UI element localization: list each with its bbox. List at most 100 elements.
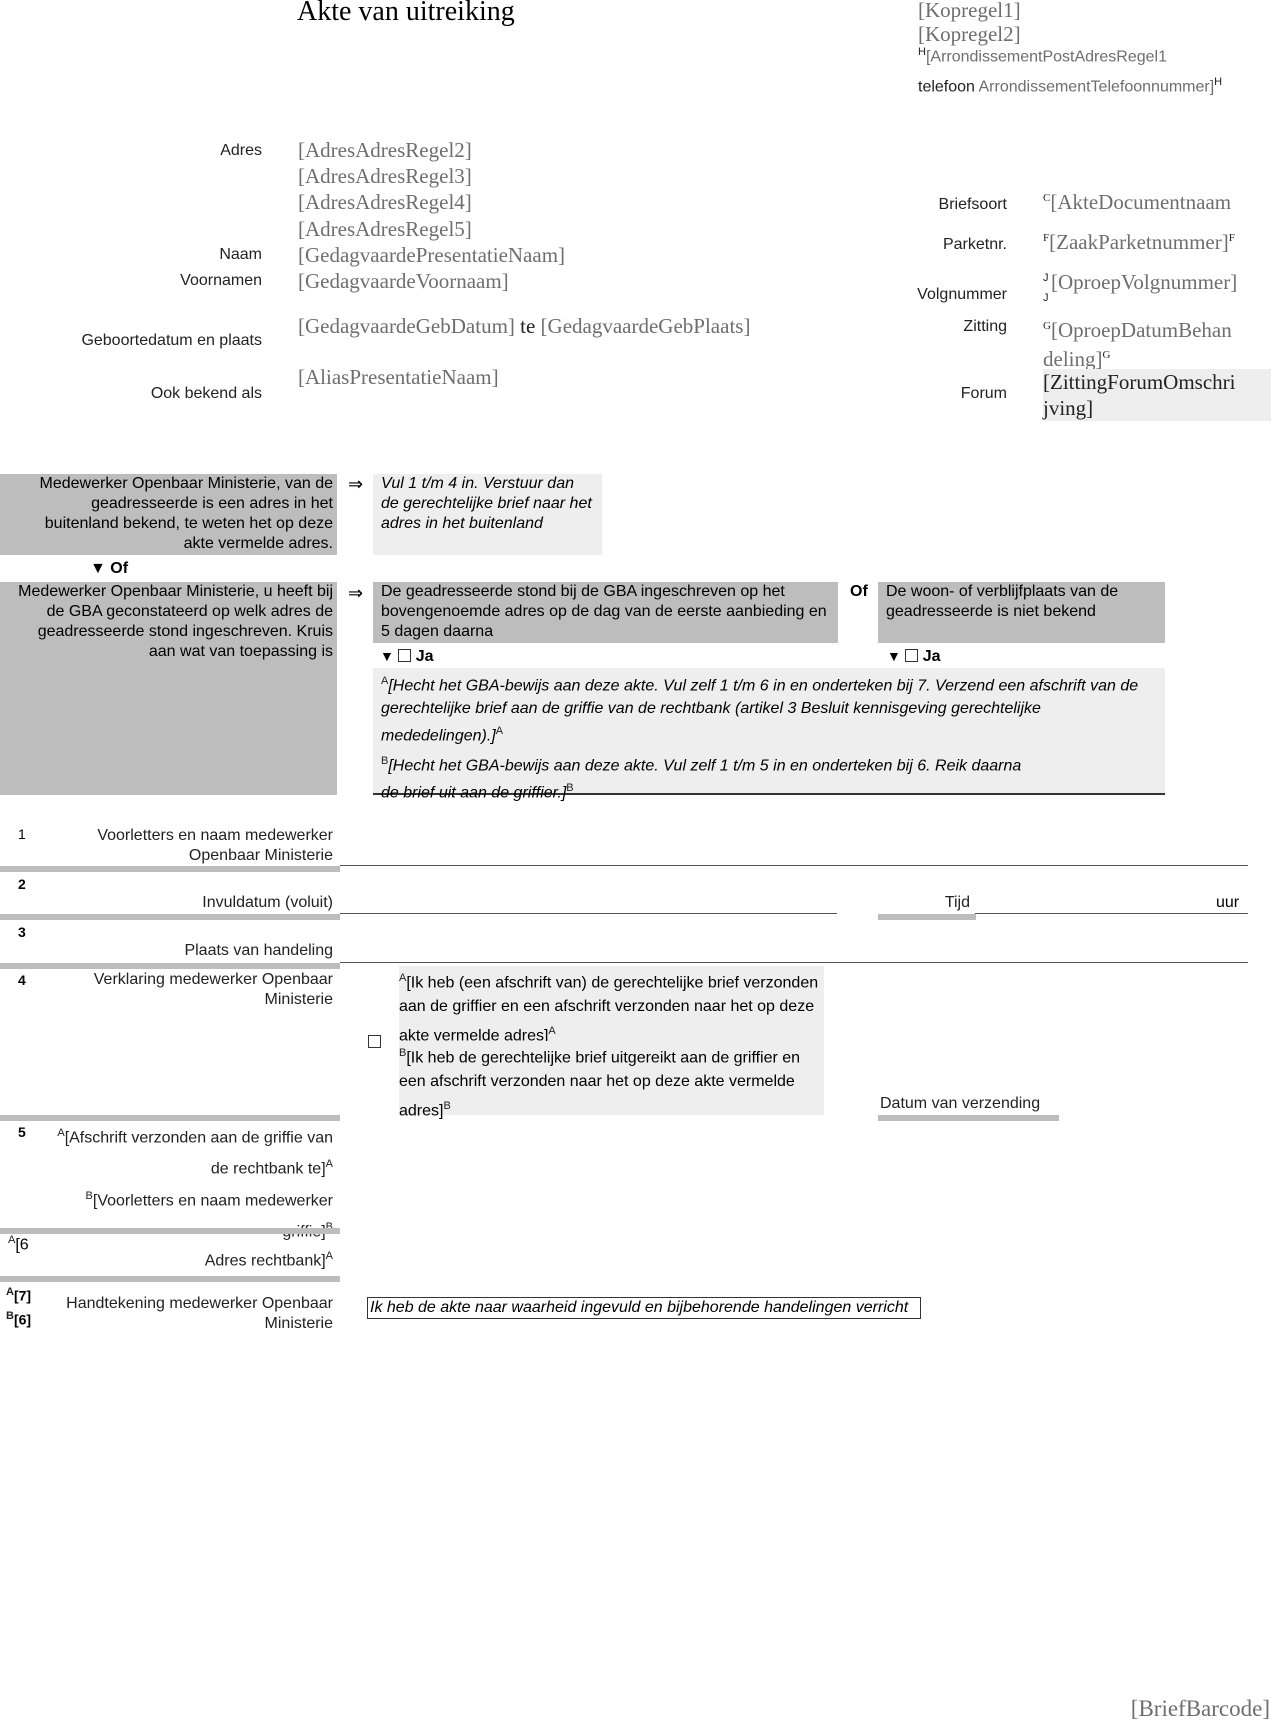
arr-post-text: [ArrondissementPostAdresRegel1 [925,48,1167,66]
verklaring-checkbox[interactable] [368,1035,381,1048]
geb-te: te [520,314,536,338]
briefsoort-label: Briefsoort [938,196,1007,213]
volgnummer-value: [OproepVolgnummer] [1051,270,1238,294]
naam-value: [GedagvaardePresentatieNaam] [298,243,566,267]
divider [878,914,976,920]
triangle-down-icon: ▼ [887,648,901,664]
option-address-unknown: De woon- of verblijfplaats van de geadre… [878,582,1165,643]
arrow-icon: ⇒ [348,583,364,603]
row-number: 3 [18,924,26,940]
arrondissement-post-address: H[ArrondissementPostAdresRegel1 [918,46,1167,66]
brief-barcode: [BriefBarcode] [1130,1696,1270,1721]
sup-marker: H [918,46,926,58]
row-2-label: Invuldatum (voluit) [202,894,333,911]
note-a: A[Hecht het GBA-bewijs aan deze akte. Vu… [381,675,1139,745]
row-number: 1 [18,826,26,842]
divider [878,1115,1059,1121]
sup-marker: F [1228,232,1235,244]
arrondissement-telephone: telefoon ArrondissementTelefoonnummer]H [918,76,1222,96]
uur-label: uur [1216,894,1240,911]
naam-label: Naam [219,246,262,263]
voornamen-label: Voornamen [180,272,262,289]
adres-label: Adres [220,142,262,159]
divider [0,914,340,920]
datum-verzending-label: Datum van verzending [880,1095,1041,1112]
geb-datum: [GedagvaardeGebDatum] [298,314,515,338]
ja-option-2[interactable]: ▼ Ja [887,648,941,666]
volg-sup-markers: J J [1043,268,1049,308]
row-number: 4 [18,972,26,988]
field-line-time[interactable] [975,913,1248,914]
alias-label: Ook bekend als [150,385,262,402]
adres-regel-4: [AdresAdresRegel4] [298,190,472,214]
row-3-label: Plaats van handeling [184,942,333,959]
row-6-label: Adres rechtbank]A [204,1250,333,1270]
parket-text: [ZaakParketnummer] [1049,230,1229,254]
forum-line-2: jving] [1043,396,1094,420]
forum-value: [ZittingForumOmschri jving] [1043,369,1271,421]
section-a-action: Vul 1 t/m 4 in. Verstuur dan de gerechte… [373,474,602,555]
geb-plaats: [GedagvaardeGebPlaats] [540,314,751,338]
sup-marker: F [1043,232,1050,244]
kopregel-1: [Kopregel1] [918,0,1021,22]
checkbox[interactable] [398,649,412,662]
divider [0,963,340,969]
field-line-date[interactable] [340,913,837,914]
ja-label: Ja [922,648,941,665]
row-number: 5 [18,1124,26,1140]
voornamen-value: [GedagvaardeVoornaam] [298,269,509,293]
note-b: B[Hecht het GBA-bewijs aan deze akte. Vu… [381,754,1022,802]
zitting-label: Zitting [963,318,1007,335]
option-gba-registered: De geadresseerde stond bij de GBA ingesc… [373,582,838,643]
gba-notes: A[Hecht het GBA-bewijs aan deze akte. Vu… [373,668,1165,801]
kopregel-2: [Kopregel2] [918,22,1021,46]
signature-statement: Ik heb de akte naar waarheid ingevuld en… [367,1297,921,1319]
sup-marker: G [1102,349,1111,361]
sup-marker: C [1043,192,1051,204]
field-line-3[interactable] [340,962,1248,963]
geboorte-label: Geboortedatum en plaats [81,332,262,349]
row-7-label: Handtekening medewerker Openbaar Ministe… [66,1295,333,1332]
briefsoort-value: C[AkteDocumentnaam [1043,190,1231,215]
verklaring-option-b: B[Ik heb de gerechtelijke brief uitgerei… [399,1041,824,1120]
row-7-number: A[7] B[6] [6,1286,32,1328]
page-title: Akte van uitreiking [297,0,515,27]
tijd-label: Tijd [944,894,970,911]
alias-value: [AliasPresentatieNaam] [298,365,499,389]
zitting-line-2: deling] [1043,347,1103,371]
sup-marker: H [1214,76,1223,88]
field-line-1[interactable] [340,865,1248,866]
sup-marker: J [1043,292,1049,304]
section-b-instruction: Medewerker Openbaar Ministerie, u heeft … [0,582,337,795]
row-6-number: A[6 [8,1234,29,1254]
divider [0,1228,340,1234]
row-5-label: A[Afschrift verzonden aan de griffie van… [57,1127,333,1240]
zitting-value: G[OproepDatumBehan deling]G [1043,314,1232,372]
of-label: Of [850,583,868,600]
arrow-icon: ⇒ [348,474,364,494]
row-number: 2 [18,876,26,892]
section-a-instruction: Medewerker Openbaar Ministerie, van de g… [0,474,337,555]
ja-option-1[interactable]: ▼ Ja [380,648,434,666]
tel-label: telefoon [918,78,975,96]
sup-marker: J [1043,272,1049,284]
row-1-label: Voorletters en naam medewerker Openbaar … [97,827,333,864]
row-4-label: Verklaring medewerker Openbaar Ministeri… [93,971,333,1008]
tel-value: ArrondissementTelefoonnummer] [978,78,1215,96]
verklaring-option-a: A[Ik heb (een afschrift van) de gerechte… [399,966,824,1045]
forum-label: Forum [960,385,1007,402]
triangle-down-icon: ▼ [380,648,394,664]
ja-label: Ja [415,648,434,665]
adres-regel-2: [AdresAdresRegel2] [298,138,472,162]
zitting-line-1: [OproepDatumBehan [1050,318,1232,342]
forum-line-1: [ZittingForumOmschri [1043,370,1236,394]
sup-marker: G [1043,320,1051,332]
divider [0,866,340,872]
geboorte-value: [GedagvaardeGebDatum] te [GedagvaardeGeb… [298,314,750,339]
adres-regel-3: [AdresAdresRegel3] [298,164,472,188]
parket-label: Parketnr. [942,236,1007,253]
adres-regel-5: [AdresAdresRegel5] [298,217,472,241]
parket-value: F[ZaakParketnummer]F [1043,230,1235,255]
briefsoort-text: [AkteDocumentnaam [1050,190,1232,214]
checkbox[interactable] [905,649,919,662]
